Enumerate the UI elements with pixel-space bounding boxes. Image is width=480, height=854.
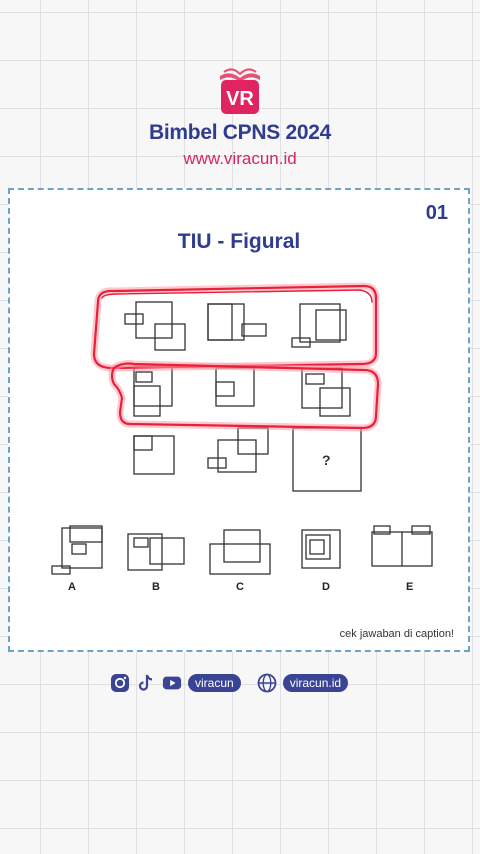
figure-r2c1	[133, 365, 173, 417]
figure-r1c3	[291, 303, 347, 348]
question-mark: ?	[322, 452, 331, 468]
option-d-figure	[301, 529, 341, 569]
figure-r3c2	[207, 427, 269, 473]
question-number: 01	[425, 202, 448, 224]
question-card: 01 TIU - Figural	[8, 188, 470, 652]
social-handle[interactable]: viracun	[188, 674, 241, 692]
website-url[interactable]: www.viracun.id	[183, 149, 297, 168]
highlight-row-2	[108, 360, 382, 432]
tiktok-icon[interactable]	[136, 673, 156, 693]
option-d-label: D	[322, 581, 330, 593]
viracun-logo: VR	[220, 68, 260, 114]
social-links: viracun viracun.id	[110, 670, 349, 696]
row-highlights	[90, 282, 382, 432]
figure-r3c1	[133, 435, 175, 475]
option-e-label: E	[406, 581, 413, 593]
option-a-label: A	[68, 581, 76, 593]
option-e-figure	[371, 525, 433, 567]
figure-r2c2	[215, 367, 255, 407]
caption-hint: cek jawaban di caption!	[339, 628, 454, 640]
globe-icon	[257, 673, 277, 693]
option-a-figure	[51, 525, 103, 575]
highlight-row-1	[90, 282, 380, 372]
figure-puzzle: ?	[51, 282, 433, 593]
figure-r1c2	[207, 303, 267, 341]
figure-r2c3	[301, 367, 351, 417]
question-title: TIU - Figural	[177, 230, 301, 253]
brand-title: Bimbel CPNS 2024	[149, 121, 331, 144]
option-b-figure	[127, 533, 185, 571]
instagram-icon[interactable]	[110, 673, 130, 693]
youtube-icon[interactable]	[162, 673, 182, 693]
web-handle[interactable]: viracun.id	[282, 674, 349, 692]
option-b-label: B	[152, 581, 160, 593]
figure-r1c1	[124, 301, 186, 351]
logo-lettering: VR	[226, 88, 254, 110]
option-c-figure	[209, 529, 271, 575]
option-c-label: C	[236, 581, 244, 593]
